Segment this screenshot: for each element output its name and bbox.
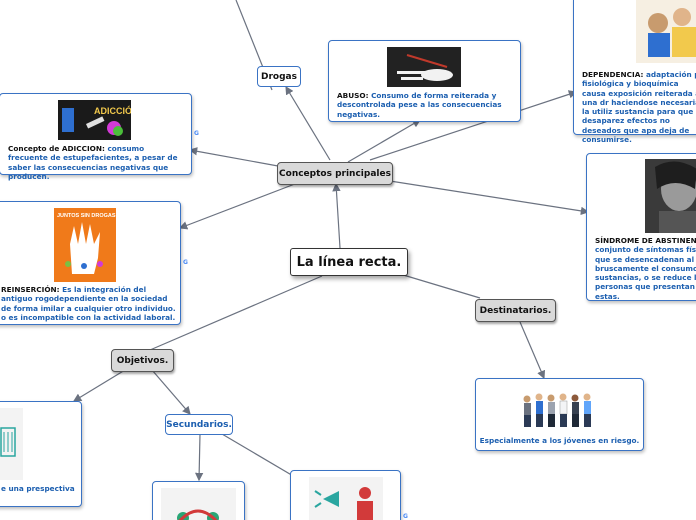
connector-secundarios-a — [194, 433, 204, 482]
adiccion-term: Concepto de ADICCION — [8, 144, 102, 153]
reinsercion-definition: Es la integración del antiguo rogodepend… — [1, 285, 176, 322]
abuso-definition: Consumo de forma reiterada y descontrola… — [337, 91, 502, 119]
google-link-icon[interactable]: G — [183, 259, 188, 266]
connector-conceptos-drogas — [285, 85, 331, 161]
dependencia-image — [636, 0, 696, 63]
reinsercion-term: REINSERCIÓN — [1, 285, 57, 294]
dependencia-definition: adaptación ps fisiológica y bioquímica c… — [582, 70, 696, 144]
dependencia-term: DEPENDENCIA — [582, 70, 641, 79]
google-link-icon[interactable]: G — [194, 130, 199, 137]
card-objetivo-principal[interactable]: e una prespectiva — [0, 401, 82, 507]
connector-secundarios-b — [221, 433, 302, 481]
megaphone-image — [309, 477, 383, 520]
jovenes-text: Especialmente a los jóvenes en riesgo. — [479, 436, 640, 445]
connector-objetivos-left — [72, 369, 126, 402]
card-secundario-b[interactable] — [290, 470, 401, 520]
objetivo-image — [0, 408, 23, 480]
central-topic[interactable]: La línea recta. — [290, 248, 408, 276]
node-drogas[interactable]: Drogas — [257, 66, 301, 87]
connector-conceptos-dependencia — [369, 90, 578, 161]
objetivo-left-text: e una prespectiva — [1, 484, 75, 493]
card-adiccion[interactable]: ADICCIÓN Concepto de ADICCION: consumo f… — [0, 93, 192, 181]
connector-destinatarios-jovenes — [519, 321, 546, 380]
abstinencia-definition: conjunto de síntomas físi que se desenca… — [595, 245, 696, 301]
adiccion-image-text: ADICCIÓN — [94, 105, 131, 116]
abstinencia-image — [645, 159, 696, 233]
card-dependencia[interactable]: DEPENDENCIA: adaptación ps fisiológica y… — [573, 0, 696, 144]
connector-conceptos-adiccion — [188, 147, 279, 167]
reinsercion-image: JUNTOS SIN DROGAS — [54, 208, 116, 282]
adiccion-image: ADICCIÓN — [58, 100, 131, 140]
connector-conceptos-abstinencia — [389, 180, 590, 216]
card-secundario-a[interactable] — [152, 481, 245, 520]
connector-conceptos-abuso — [347, 119, 422, 163]
connector-objetivos-secundarios — [151, 369, 191, 415]
connector-conceptos-reinsercion — [178, 181, 301, 230]
connector-central-conceptos — [332, 182, 341, 249]
card-abuso[interactable]: ABUSO: Consumo de forma reiterada y desc… — [328, 40, 521, 122]
node-conceptos-principales[interactable]: Conceptos principales — [277, 162, 393, 185]
node-destinatarios[interactable]: Destinatarios. — [475, 299, 556, 322]
jovenes-image — [521, 389, 597, 429]
node-objetivos[interactable]: Objetivos. — [111, 349, 174, 372]
connector-central-objetivos — [149, 275, 323, 351]
adiccion-definition: consumo frecuente de estupefacientes, a … — [8, 144, 178, 181]
abstinencia-term: SÍNDROME DE ABSTINENC — [595, 236, 696, 245]
abuso-image — [387, 47, 461, 87]
connector-central-destinatarios — [399, 273, 481, 299]
node-secundarios[interactable]: Secundarios. — [165, 414, 233, 435]
card-reinsercion[interactable]: JUNTOS SIN DROGAS REINSERCIÓN: Es la int… — [0, 201, 181, 325]
secundario-a-image — [161, 488, 236, 520]
google-link-icon[interactable]: G — [403, 513, 408, 520]
abuso-term: ABUSO — [337, 91, 366, 100]
card-jovenes[interactable]: Especialmente a los jóvenes en riesgo. — [475, 378, 644, 451]
reinsercion-image-text: JUNTOS SIN DROGAS — [57, 213, 116, 219]
